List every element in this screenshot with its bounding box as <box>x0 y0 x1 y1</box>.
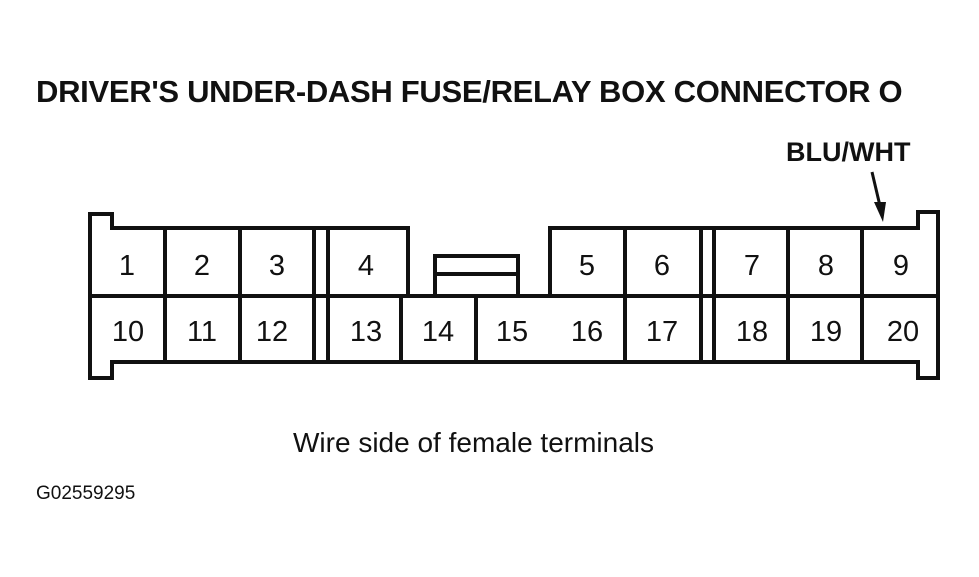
connector-housing <box>88 210 940 380</box>
pin-5: 5 <box>579 250 595 282</box>
pin-16: 16 <box>571 316 603 348</box>
pin-17: 17 <box>646 316 678 348</box>
figure-id: G02559295 <box>36 483 136 504</box>
pin-9: 9 <box>893 250 909 282</box>
pin-14: 14 <box>422 316 454 348</box>
pin-4: 4 <box>358 250 374 282</box>
pin-1: 1 <box>119 250 135 282</box>
pointer-arrow <box>870 171 886 222</box>
pin-19: 19 <box>810 316 842 348</box>
diagram-caption: Wire side of female terminals <box>293 427 655 458</box>
pin-7: 7 <box>744 250 760 282</box>
pin-10: 10 <box>112 316 144 348</box>
pin-15: 15 <box>496 316 528 348</box>
pin-20: 20 <box>887 316 919 348</box>
pin-11: 11 <box>187 316 217 348</box>
pin-3: 3 <box>269 250 285 282</box>
pin-13: 13 <box>350 316 382 348</box>
pin-2: 2 <box>194 250 210 282</box>
pin-12: 12 <box>256 316 288 348</box>
pin-6: 6 <box>654 250 670 282</box>
diagram-title: DRIVER'S UNDER-DASH FUSE/RELAY BOX CONNE… <box>36 74 903 109</box>
pin-18: 18 <box>736 316 768 348</box>
pin-8: 8 <box>818 250 834 282</box>
wire-color-label: BLU/WHT <box>786 137 911 167</box>
